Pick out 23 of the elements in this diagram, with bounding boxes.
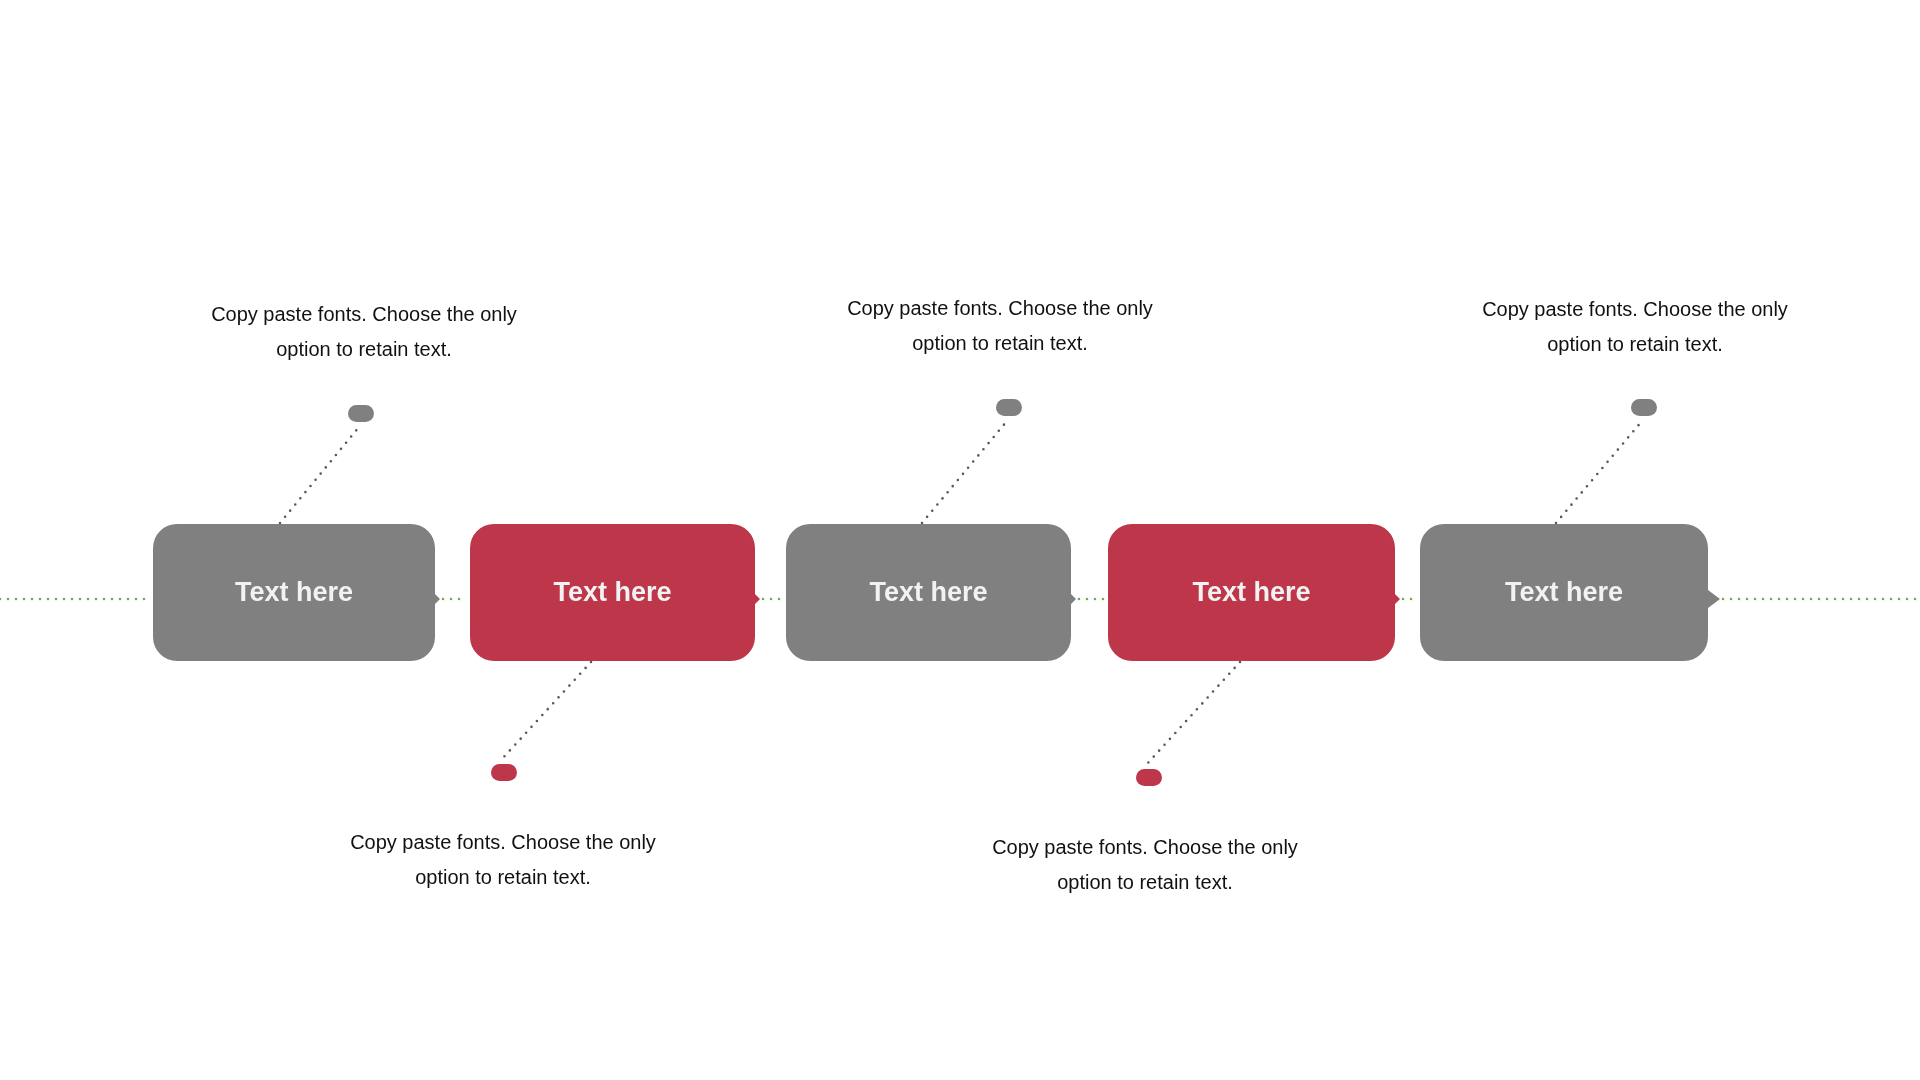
description-text: Copy paste fonts. Choose the only option to retain text. <box>991 835 1299 895</box>
step-box <box>786 524 1076 661</box>
step-label: Text here <box>1192 577 1311 608</box>
step-label: Text here <box>1504 577 1623 608</box>
leader-line <box>500 660 593 761</box>
pill-marker <box>491 764 517 781</box>
leader-line <box>1145 660 1242 766</box>
step-box <box>153 524 440 661</box>
description-text: Copy paste fonts. Choose the only option to retain text. <box>1481 297 1789 357</box>
pill-marker <box>996 399 1022 416</box>
step-box <box>1108 524 1400 661</box>
step-box <box>470 524 760 661</box>
pill-marker <box>1136 769 1162 786</box>
step-label: Text here <box>553 577 672 608</box>
step-box <box>1420 524 1720 661</box>
step-label: Text here <box>869 577 988 608</box>
pill-marker <box>348 405 374 422</box>
step-label: Text here <box>234 577 353 608</box>
dotted-line <box>1077 597 1107 601</box>
description-text: Copy paste fonts. Choose the only option to retain text. <box>846 296 1154 356</box>
description-text: Copy paste fonts. Choose the only option to retain text. <box>210 302 518 362</box>
description-text: Copy paste fonts. Choose the only option to retain text. <box>349 830 657 890</box>
pill-marker <box>1631 399 1657 416</box>
